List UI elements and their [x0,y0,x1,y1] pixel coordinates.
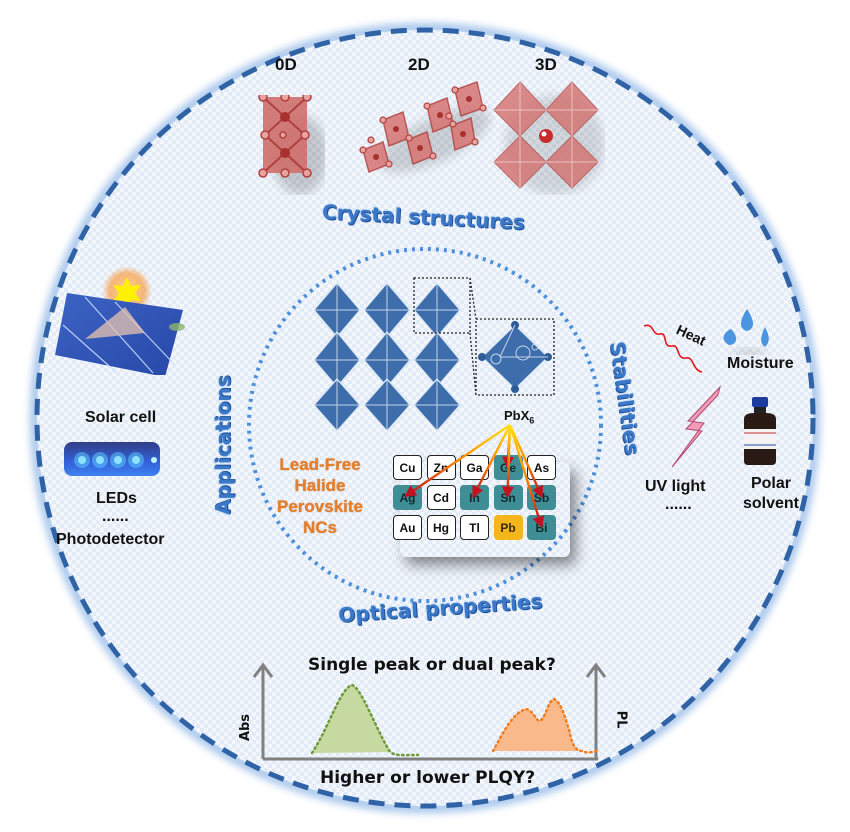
leds-icon [64,442,160,476]
lead-free-title-line: Perovskite [277,497,363,516]
stabilities-ellipsis: ...... [665,496,692,513]
crystal-2d-icon [359,81,491,174]
abs-peak-outline [310,683,420,757]
arrow-to-sn [501,424,514,499]
label-0d: 0D [275,55,297,74]
crystal-3d-icon [493,81,605,195]
optical-spectra-plot [252,662,607,761]
lead-free-title-line: Halide [294,476,346,495]
lead-free-title-line: Lead-Free [279,455,361,474]
single-dual-peak-question: Single peak or dual peak? [308,655,556,675]
pbx6-label: PbX6 [504,408,534,426]
lead-free-title-line: NCs [302,518,337,537]
label-2d: 2D [408,55,430,74]
pl-peak [493,699,582,751]
inner-dotted-circle [247,247,603,603]
moisture-label: Moisture [727,355,794,372]
solar-cell-label: Solar cell [85,409,157,426]
element-cell-cu: Cu [393,455,422,480]
applications-title: Applications [211,375,235,515]
abs-peak [312,685,390,753]
polar-solvent-label: Polar solvent [741,474,801,514]
moisture-drops-icon [723,309,769,355]
pbx6-label-base: PbX [504,408,530,423]
element-cell-pb: Pb [493,515,523,540]
element-cell-tl: Tl [460,515,489,540]
element-cell-cd: Cd [426,485,456,510]
element-cell-hg: Hg [426,515,456,540]
solar-cell-icon [55,266,185,375]
pl-peak-outline [491,697,598,754]
pl-axis-label: PL [613,710,629,729]
element-cell-zn: Zn [426,455,456,480]
heat-wave-icon [643,324,703,373]
crystal-0d-icon [258,95,325,195]
uv-light-label: UV light [645,478,706,495]
polar-solvent-text: Polar solvent [742,475,799,512]
polar-solvent-bottle-icon [744,397,776,465]
element-cell-au: Au [393,515,422,540]
label-3d: 3D [535,55,557,74]
leds-label: LEDs [96,490,137,507]
arrow-to-sb [508,424,544,499]
abs-axis-label: Abs [238,713,254,742]
lead-free-title: Lead-Free Halide Perovskite NCs [255,454,385,538]
arrow-to-bi [508,424,545,529]
photodetector-label: Photodetector [56,531,165,548]
arrow-to-in [472,424,512,499]
uv-lightning-icon [671,385,721,468]
arrow-to-ag [404,424,511,498]
element-cell-ga: Ga [460,455,489,480]
pbx6-label-subscript: 6 [529,415,535,426]
applications-ellipsis: ...... [102,508,129,525]
substitution-arrows [404,424,545,529]
plqy-question: Higher or lower PLQY? [320,768,536,788]
octahedra-lattice-icon [313,277,555,432]
